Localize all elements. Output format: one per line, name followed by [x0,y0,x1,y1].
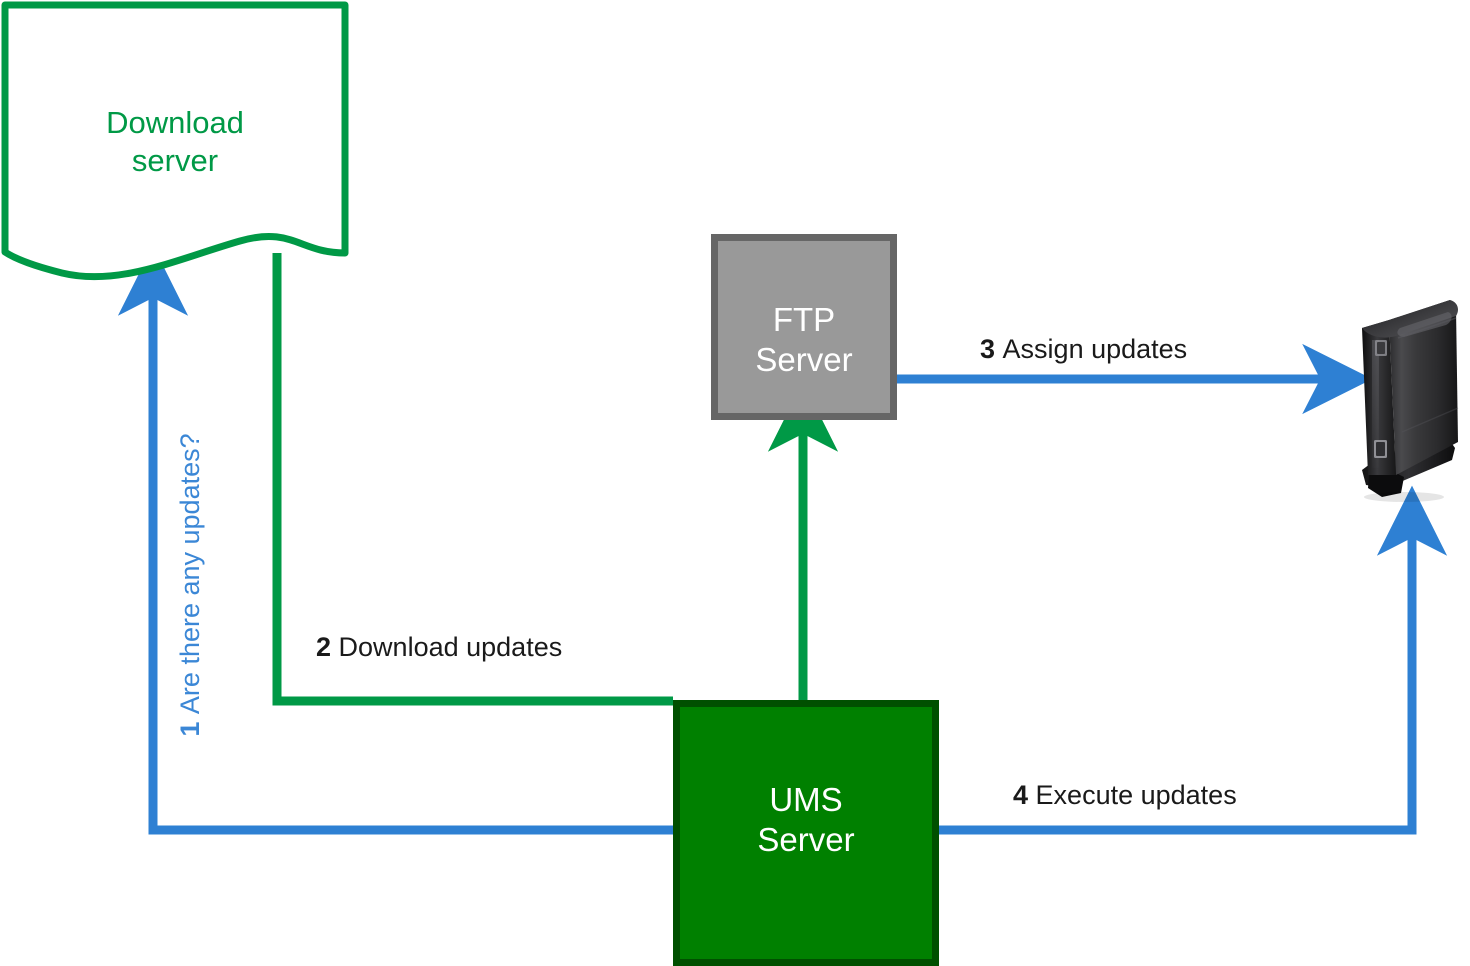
edge-2-label: 2 Download updates [316,632,562,663]
edge-3-text: Assign updates [1002,334,1188,364]
edge-4-text-space [1028,780,1036,810]
edge-4-number: 4 [1013,780,1029,810]
edge-1-text-space [175,714,205,722]
edge-2-number: 2 [316,632,332,662]
edge-2-text: Download updates [338,632,563,662]
edge-4-label: 4 Execute updates [1013,780,1237,811]
edge-1-label: 1 Are there any updates? [175,385,206,785]
node-download-server[interactable] [1,1,349,281]
edge-3-text-space [995,334,1003,364]
node-ftp-server[interactable] [711,234,897,420]
edge-1-number: 1 [175,721,205,737]
thin-client-device-icon [1362,300,1459,502]
edge-1-path [117,245,673,835]
edge-4-path [939,485,1448,835]
edge-1-text: Are there any updates? [175,433,205,715]
edge-2-text-space [331,632,339,662]
edge-3-label: 3 Assign updates [980,334,1187,365]
node-ums-server[interactable] [673,700,939,966]
edge-2-path [272,253,673,706]
edge-3-number: 3 [980,334,996,364]
edge-4-text: Execute updates [1035,780,1237,810]
